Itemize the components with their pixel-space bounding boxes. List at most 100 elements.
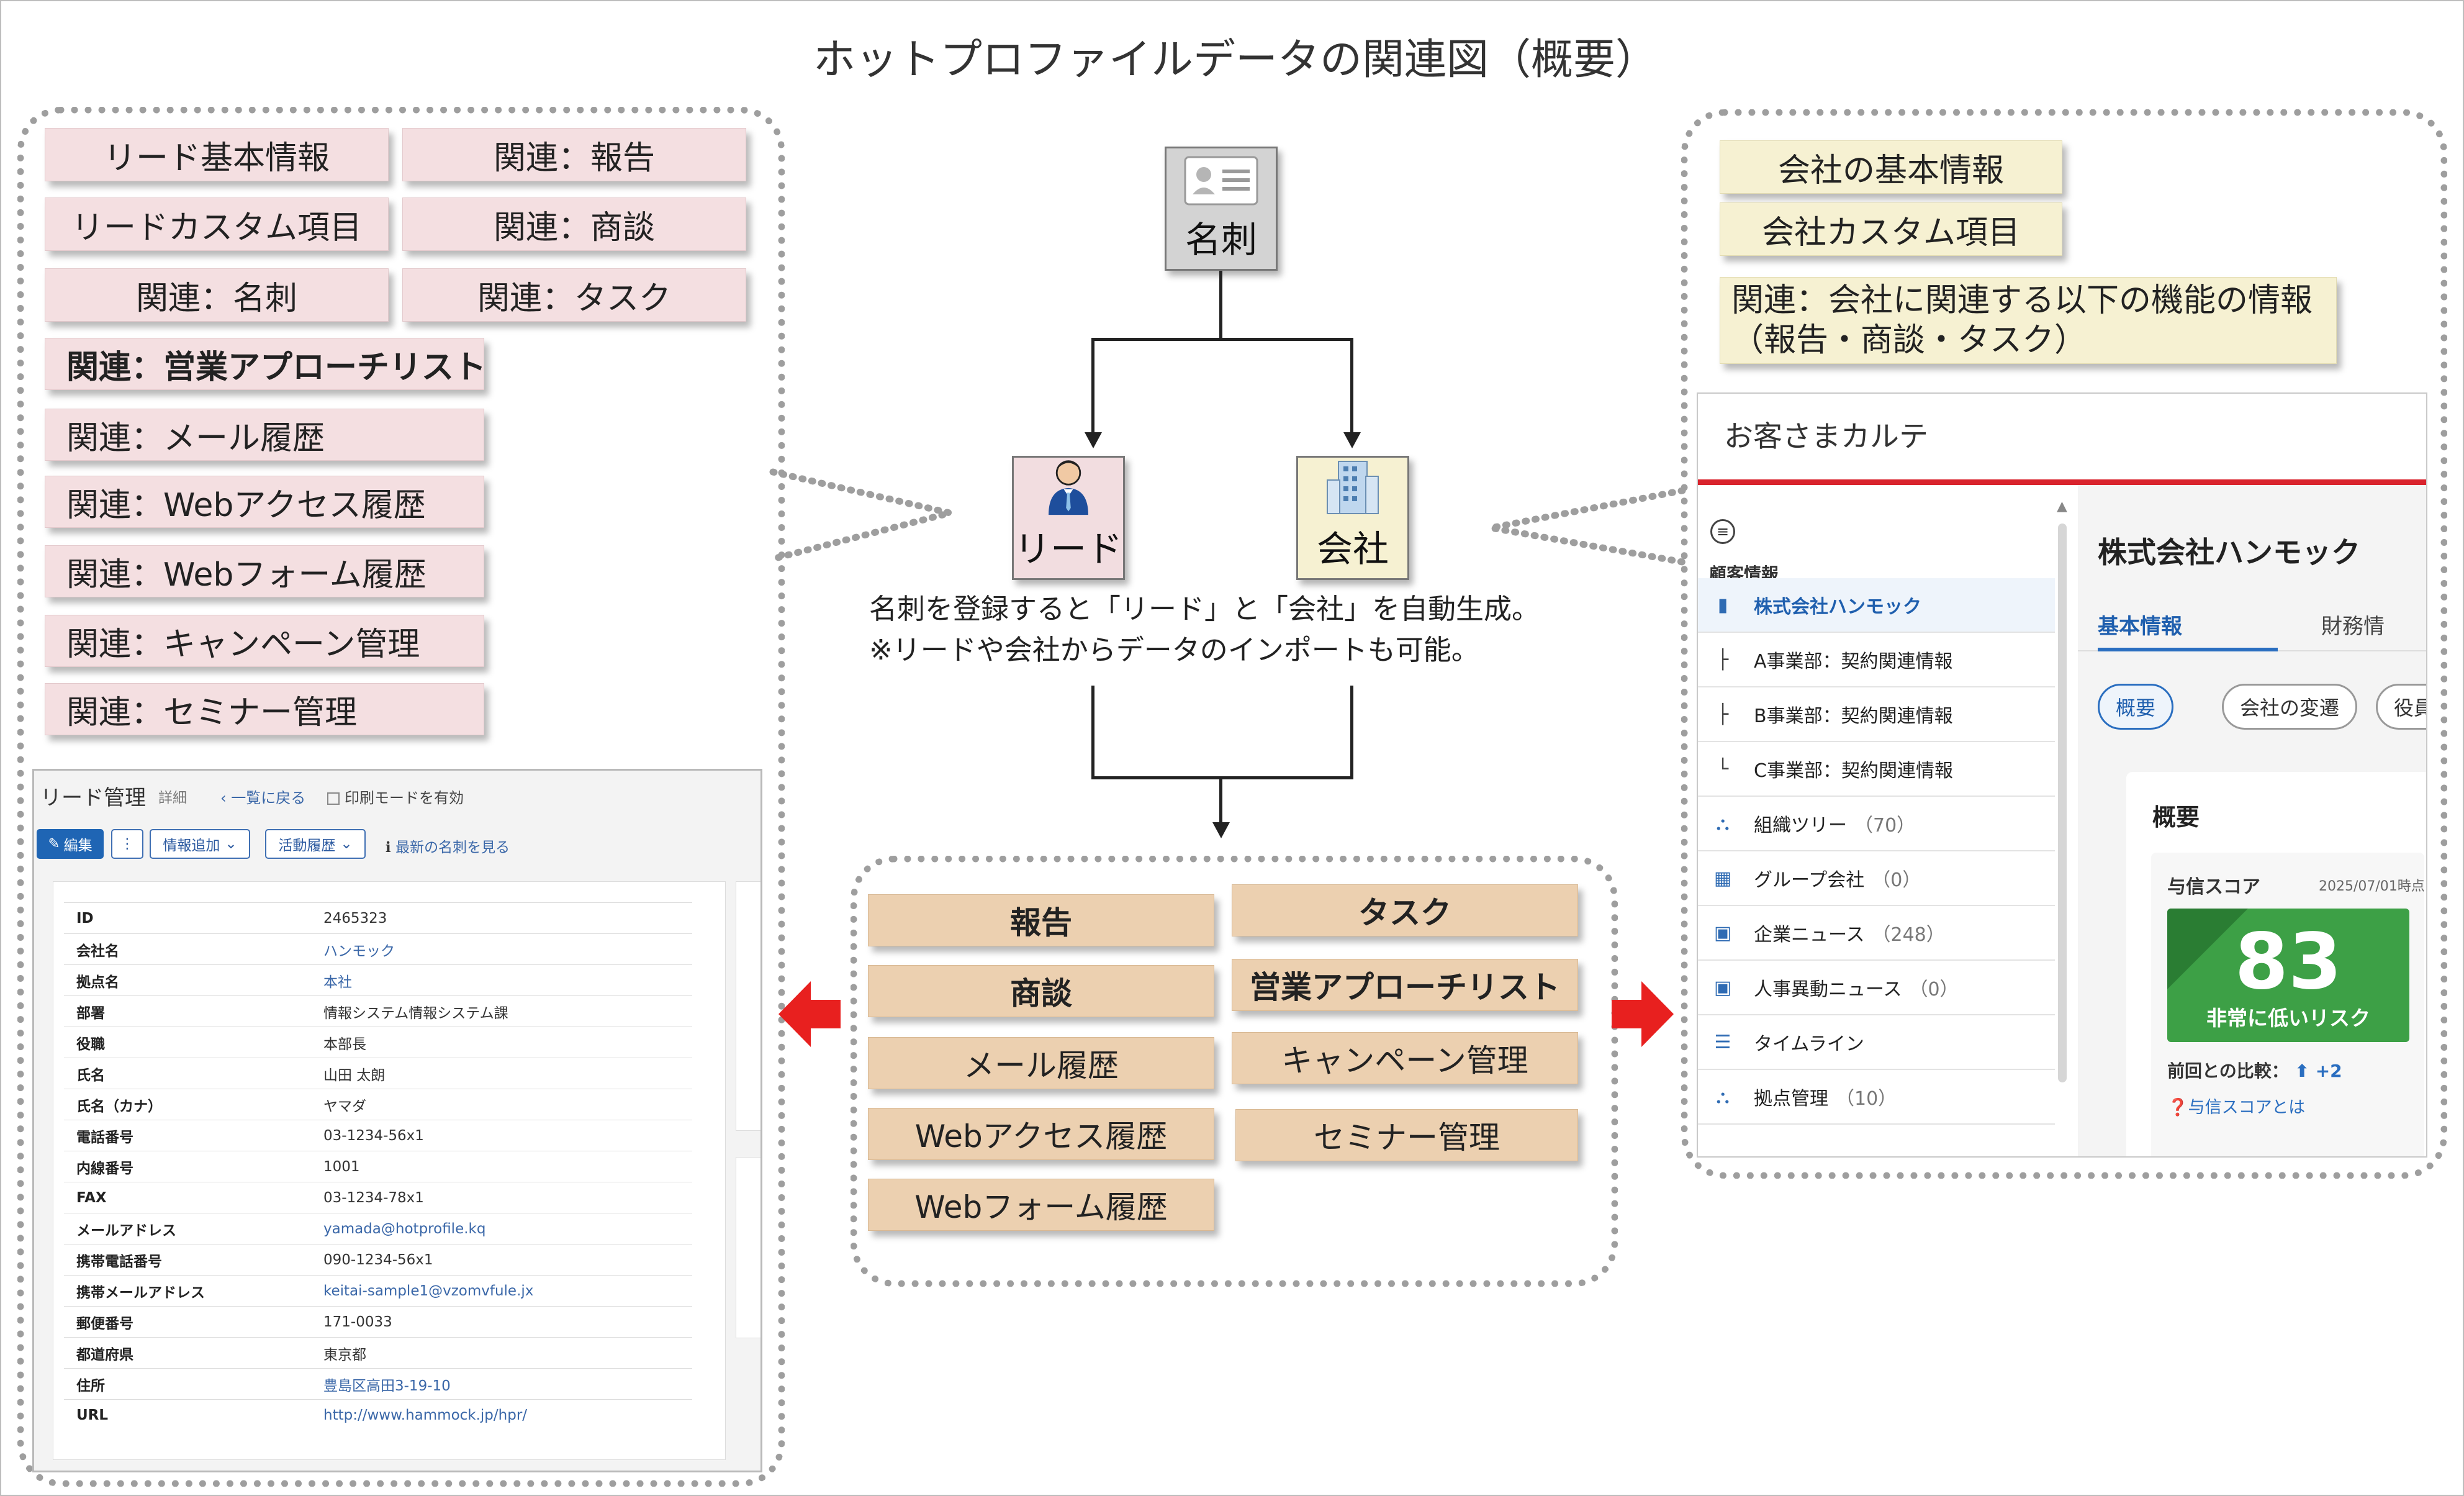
credit-score-label: 与信スコア [2167,876,2260,898]
field-value[interactable]: keitai-sample1@vzomvfule.jx [311,1275,692,1307]
diagram-title: ホットプロファイルデータの関連図（概要） [813,35,1658,84]
karte-scrollbar[interactable] [2058,524,2067,1082]
menu-item-icon: ▮ [1717,594,1728,616]
company-group-outline [1681,109,2447,1179]
tag-feature-mail-history: メール履歴 [868,1037,1214,1089]
menu-item-label: 株式会社ハンモック [1754,596,1921,618]
karte-menu-item[interactable]: ⛬拠点管理（10） [1698,1070,2055,1125]
tab-basic-info[interactable]: 基本情報 [2098,614,2182,639]
auto-generation-note: 名刺を登録すると「リード」と「会社」を自動生成。 ※リードや会社からデータのイン… [869,589,1540,671]
credit-score-risk: 非常に低いリスク [2206,1006,2370,1030]
tag-lead-card: 関連：名刺 [45,268,389,322]
karte-menu-item[interactable]: ▦グループ会社（0） [1698,851,2055,906]
pill-overview[interactable]: 概要 [2098,684,2174,730]
menu-item-icon: ▣ [1713,976,1732,999]
field-key: 都道府県 [64,1337,311,1369]
field-value: ヤマダ [311,1089,692,1120]
field-key: URL [64,1399,311,1430]
field-key: 住所 [64,1368,311,1400]
auto-generation-note-line1: 名刺を登録すると「リード」と「会社」を自動生成。 [869,592,1540,625]
field-key: 内線番号 [64,1151,311,1182]
pill-company-history[interactable]: 会社の変遷 [2222,684,2358,730]
menu-item-count: （0） [1872,869,1921,891]
karte-menu-item[interactable]: ├B事業部：契約関連情報 [1698,687,2055,742]
tab-active-indicator [2098,648,2278,651]
field-value: 東京都 [311,1337,692,1369]
chevron-down-icon: ⌄ [225,836,237,852]
table-row: 住所豊島区高田3-19-10 [64,1368,692,1400]
table-row: 役職本部長 [64,1027,692,1058]
field-value[interactable]: 本社 [311,964,692,996]
field-value[interactable]: 豊島区高田3-19-10 [311,1368,692,1400]
print-mode-checkbox[interactable]: 印刷モードを有効 [327,786,464,807]
field-key: 郵便番号 [64,1306,311,1338]
tag-lead-basic: リード基本情報 [45,128,389,181]
red-arrow-left [778,981,841,1047]
field-value[interactable]: http://www.hammock.jp/hpr/ [311,1399,692,1430]
field-key: メールアドレス [64,1213,311,1244]
karte-header-accent [1698,479,2426,485]
karte-menu-item[interactable]: └C事業部：契約関連情報 [1698,742,2055,797]
menu-item-count: （248） [1872,924,1945,946]
hamburger-icon[interactable]: ≡ [1710,519,1735,544]
field-value: 171-0033 [311,1306,692,1338]
field-value: 03-1234-78x1 [311,1182,692,1213]
print-mode-label: 印刷モードを有効 [345,789,464,807]
arrow-up-icon: ⬆ [2295,1061,2309,1081]
connector-company-down [1350,686,1353,779]
field-value: 本部長 [311,1027,692,1058]
back-to-list-link[interactable]: ‹ 一覧に戻る [220,786,305,807]
table-row: 氏名山田 太朗 [64,1058,692,1089]
menu-item-label: 組織ツリー [1754,815,1847,836]
karte-menu-item[interactable]: ☰タイムライン [1698,1015,2055,1070]
field-key: ID [64,902,311,934]
edit-button[interactable]: ✎編集 [37,829,104,859]
side-card-top [736,881,760,1131]
karte-menu-item[interactable]: ▣人事異動ニュース（0） [1698,961,2055,1015]
menu-item-icon: └ [1717,758,1729,780]
latest-card-link[interactable]: ℹ 最新の名刺を見る [386,835,510,856]
building-icon [1327,461,1379,514]
node-company: 会社 [1296,456,1409,580]
karte-sidebar: ≡ 顧客情報 ▮株式会社ハンモック├A事業部：契約関連情報├B事業部：契約関連情… [1698,485,2079,1156]
tag-company-related: 関連：会社に関連する以下の機能の情報 （報告・商談・タスク） [1720,277,2337,364]
field-key: FAX [64,1182,311,1213]
edit-button-label: 編集 [63,838,93,854]
score-comparison-label: 前回との比較： [2167,1061,2289,1081]
lead-panel-subtitle: 詳細 [158,790,187,806]
activity-history-dropdown[interactable]: 活動履歴⌄ [265,829,366,859]
feature-group-outline [851,856,1618,1287]
menu-item-label: A事業部：契約関連情報 [1754,651,1953,673]
credit-score-help-link[interactable]: ❓与信スコアとは [2167,1094,2305,1118]
auto-generation-note-line2: ※リードや会社からデータのインポートも可能。 [869,633,1479,666]
pill-executives[interactable]: 役員 [2376,684,2426,730]
tab-financial-info[interactable]: 財務情 [2321,614,2385,639]
arrowhead-features [1212,822,1230,838]
scroll-up-icon[interactable]: ▲ [2057,499,2067,514]
arrowhead-lead [1085,432,1102,448]
karte-menu-item[interactable]: ├A事業部：契約関連情報 [1698,633,2055,687]
score-comparison: 前回との比較： ⬆ +2 [2167,1058,2342,1082]
menu-item-count: （10） [1836,1088,1897,1110]
field-value[interactable]: ハンモック [311,933,692,965]
more-button[interactable]: ⋮ [111,829,143,859]
field-value[interactable]: yamada@hotprofile.kq [311,1213,692,1244]
karte-menu-item[interactable]: ⛬組織ツリー（70） [1698,797,2055,851]
tag-company-related-line1: 関連：会社に関連する以下の機能の情報 [1731,282,2313,319]
credit-score-date: 2025/07/01時点 [2319,879,2425,894]
table-row: 部署情報システム情報システム課 [64,995,692,1027]
tag-feature-web-access: Webアクセス履歴 [868,1108,1214,1160]
karte-menu-item[interactable]: ▮ 株式会社ハンモック [1698,578,2055,633]
karte-menu-item[interactable]: ▣企業ニュース（248） [1698,906,2055,961]
back-to-list-label: 一覧に戻る [231,789,306,807]
tag-lead-task: 関連：タスク [402,268,746,322]
field-value: 090-1234-56x1 [311,1244,692,1276]
table-row: 拠点名本社 [64,964,692,996]
add-info-dropdown[interactable]: 情報追加⌄ [150,829,250,859]
